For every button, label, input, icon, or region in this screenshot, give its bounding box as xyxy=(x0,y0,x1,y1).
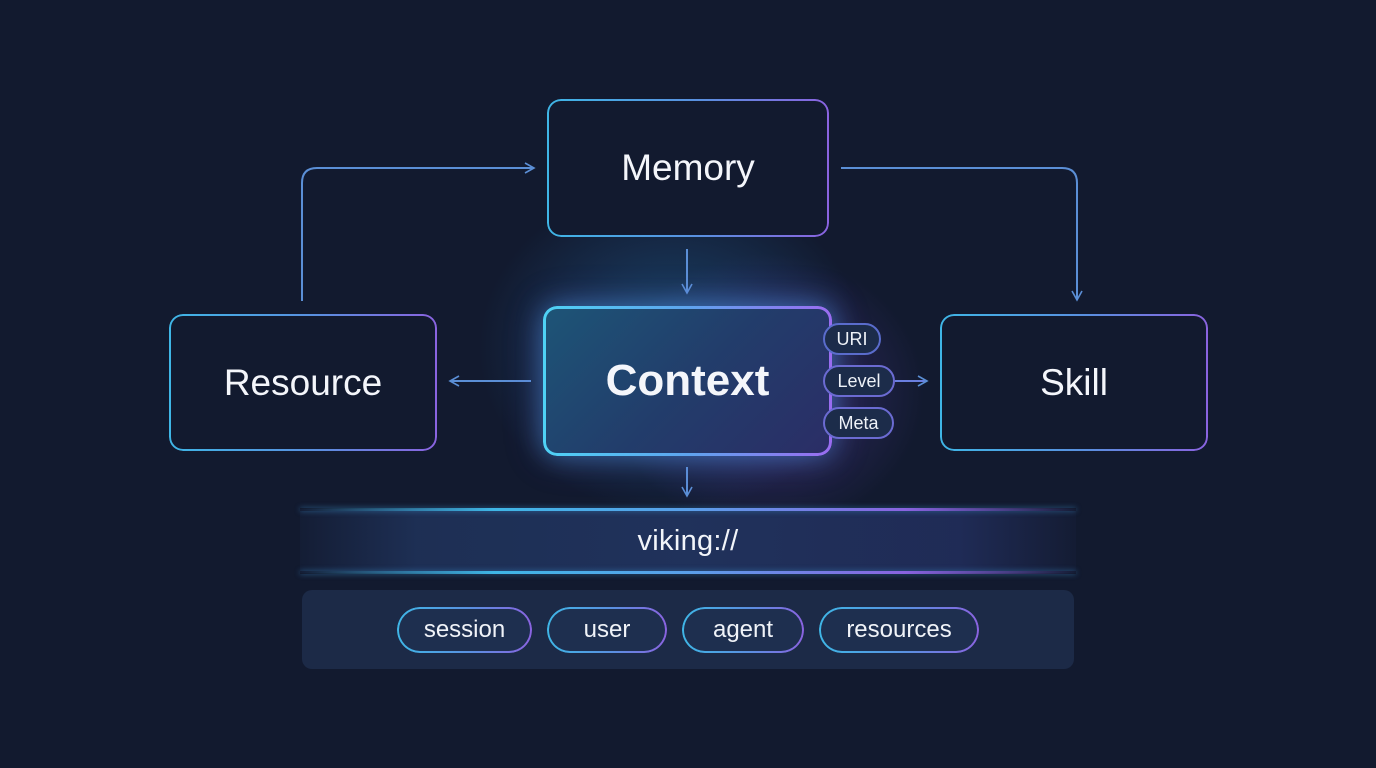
scope-chip-resources[interactable]: resources xyxy=(819,606,979,653)
uri-band-bottom-line xyxy=(300,571,1076,574)
scope-label: user xyxy=(583,615,631,643)
context-node[interactable]: Context xyxy=(543,306,832,456)
scope-chip-user[interactable]: user xyxy=(547,606,667,653)
context-label: Context xyxy=(605,356,770,405)
uri-scheme-band: viking:// xyxy=(300,509,1076,573)
skill-label: Skill xyxy=(1040,361,1108,403)
context-attribute-meta[interactable]: Meta xyxy=(823,407,894,439)
scope-label: session xyxy=(423,615,506,643)
memory-node[interactable]: Memory xyxy=(547,99,829,237)
edge-memory-to-skill xyxy=(841,167,1083,302)
attribute-label: Level xyxy=(837,370,881,391)
scope-chip-agent[interactable]: agent xyxy=(682,606,804,653)
resource-node[interactable]: Resource xyxy=(169,314,437,451)
uri-scheme-label: viking:// xyxy=(637,524,739,557)
uri-band-top-line xyxy=(300,508,1076,511)
scope-label: agent xyxy=(712,615,774,643)
scope-chip-session[interactable]: session xyxy=(397,606,532,653)
edge-resource-to-memory xyxy=(301,162,536,301)
context-attribute-level[interactable]: Level xyxy=(823,365,895,397)
skill-node[interactable]: Skill xyxy=(940,314,1208,451)
resource-label: Resource xyxy=(223,361,383,403)
scope-label: resources xyxy=(846,615,952,643)
scope-panel: session user agent resources xyxy=(302,590,1074,669)
context-attribute-uri[interactable]: URI xyxy=(823,323,881,355)
attribute-label: URI xyxy=(836,328,868,349)
memory-label: Memory xyxy=(621,147,755,188)
attribute-label: Meta xyxy=(838,412,879,433)
